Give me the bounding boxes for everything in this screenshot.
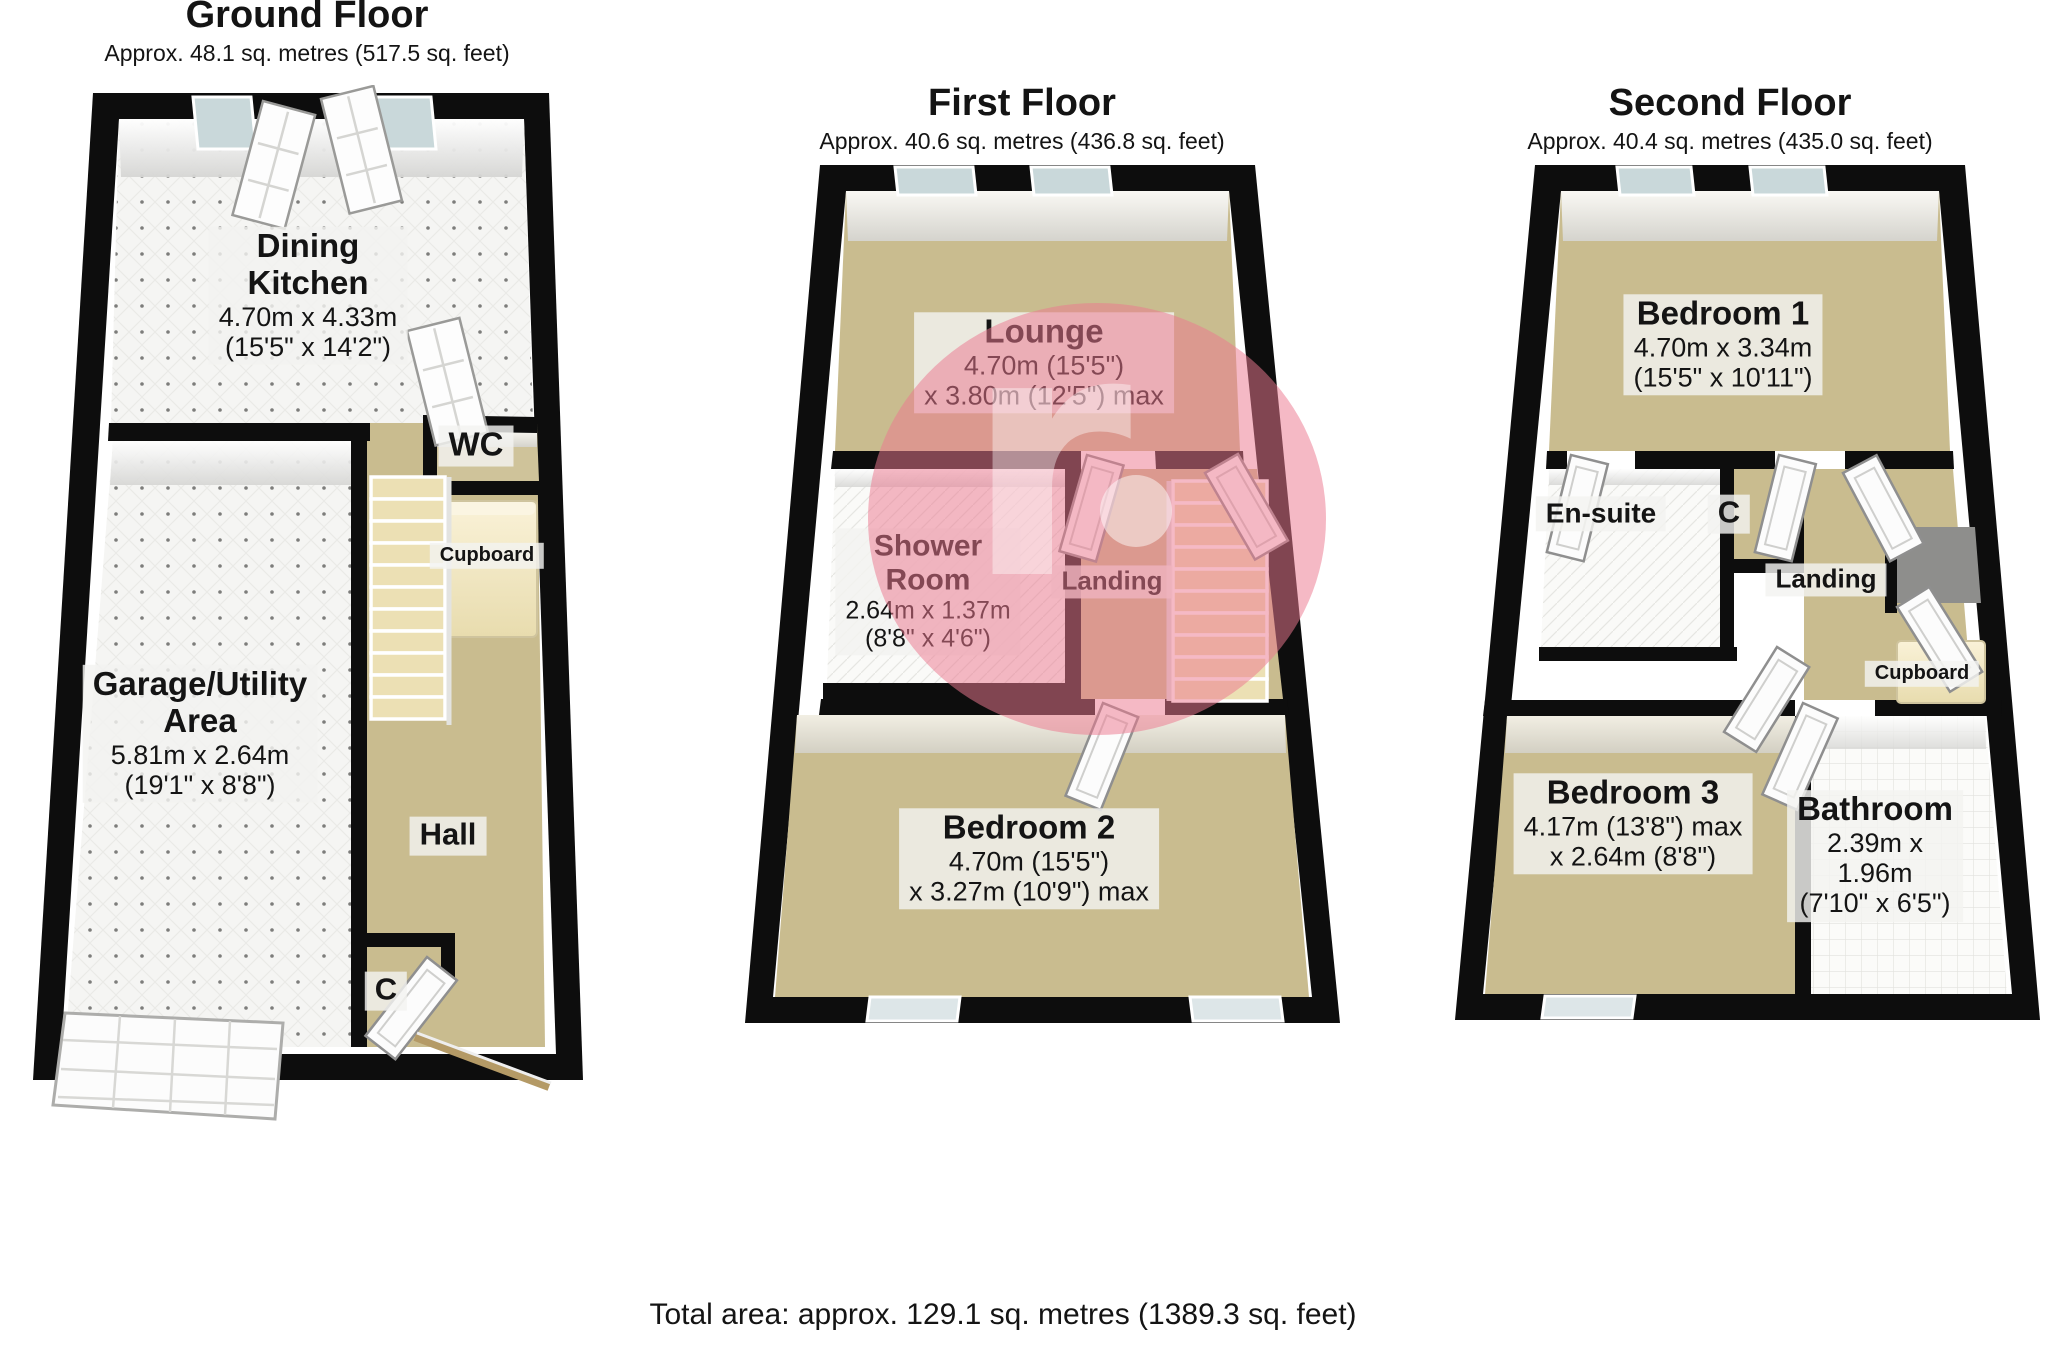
room-label-wc: WC [438, 425, 514, 467]
room-name: Cupboard [1874, 661, 1970, 684]
floor-subtitle: Approx. 48.1 sq. metres (517.5 sq. feet) [104, 39, 510, 66]
floor-title: First Floor [928, 82, 1116, 124]
room-label-landing-first: Landing [1051, 565, 1173, 599]
room-dims: 4.70m (15'5") x 3.27m (10'9") max [909, 846, 1149, 907]
room-dims: 2.64m x 1.37m (8'8" x 4'6") [845, 596, 1011, 653]
room-dims: 4.17m (13'8") max x 2.64m (8'8") [1523, 811, 1743, 872]
room-label-lounge: Lounge 4.70m (15'5") x 3.80m (12'5") max [914, 312, 1174, 414]
room-name: WC [448, 425, 504, 463]
room-label-bedroom1: Bedroom 1 4.70m x 3.34m (15'5" x 10'11") [1623, 294, 1823, 396]
room-dims: 4.70m x 3.34m (15'5" x 10'11") [1633, 332, 1813, 393]
floor-subtitle: Approx. 40.6 sq. metres (436.8 sq. feet) [819, 127, 1225, 154]
window [191, 95, 258, 151]
room-name: Bathroom [1797, 790, 1953, 828]
room-name: C [1717, 494, 1741, 530]
room-name: Hall [419, 816, 477, 852]
room-dims: 5.81m x 2.64m (19'1" x 8'8") [110, 739, 290, 800]
floor-header-ground: Ground Floor Approx. 48.1 sq. metres (51… [82, 0, 532, 67]
floor-title: Second Floor [1608, 82, 1852, 124]
room-name: Bedroom 1 [1636, 294, 1810, 332]
window [893, 165, 978, 197]
window [1615, 165, 1696, 197]
room-label-closet-ground: C [364, 971, 408, 1011]
room-label-hall: Hall [409, 816, 487, 856]
room-name: Landing [1775, 563, 1877, 594]
room-name: Dining Kitchen [247, 226, 369, 301]
room-name: Landing [1061, 565, 1163, 596]
room-label-ensuite: En-suite [1535, 496, 1667, 532]
room-label-bedroom3: Bedroom 3 4.17m (13'8") max x 2.64m (8'8… [1513, 773, 1753, 875]
room-label-shower-room: Shower Room 2.64m x 1.37m (8'8" x 4'6") [835, 528, 1021, 656]
window [1188, 995, 1285, 1023]
window [1029, 165, 1114, 197]
room-label-bathroom: Bathroom 2.39m x 1.96m (7'10" x 6'5") [1787, 790, 1963, 922]
total-area-text: Total area: approx. 129.1 sq. metres (13… [649, 1298, 1357, 1331]
front-door-leaf [413, 1033, 551, 1091]
floor-title: Ground Floor [185, 0, 429, 36]
ground-stairs [369, 475, 447, 721]
room-label-landing-second: Landing [1765, 563, 1887, 597]
room-name: Garage/Utility Area [92, 664, 308, 739]
room-name: Cupboard [439, 543, 535, 566]
room-dims: 4.70m (15'5") x 3.80m (12'5") max [924, 350, 1164, 411]
room-name: Bedroom 2 [942, 808, 1116, 846]
room-name: En-suite [1545, 497, 1657, 529]
floor-header-first: First Floor Approx. 40.6 sq. metres (436… [797, 82, 1247, 155]
room-label-garage: Garage/Utility Area 5.81m x 2.64m (19'1"… [82, 664, 318, 804]
floor-subtitle: Approx. 40.4 sq. metres (435.0 sq. feet) [1527, 127, 1933, 154]
window [865, 995, 962, 1023]
floor-header-second: Second Floor Approx. 40.4 sq. metres (43… [1505, 82, 1955, 155]
room-name: C [374, 971, 398, 1007]
window [1748, 165, 1829, 197]
room-label-closet-second: C [1707, 494, 1751, 534]
room-label-dining-kitchen: Dining Kitchen 4.70m x 4.33m (15'5" x 14… [208, 226, 408, 366]
window [1540, 994, 1637, 1020]
room-name: Bedroom 3 [1546, 773, 1720, 811]
room-label-bedroom2: Bedroom 2 4.70m (15'5") x 3.27m (10'9") … [899, 808, 1159, 910]
garage-door [51, 1011, 285, 1121]
room-dims: 4.70m x 4.33m (15'5" x 14'2") [218, 301, 398, 362]
room-label-cupboard-ground: Cupboard [429, 542, 545, 570]
room-name: Lounge [984, 312, 1104, 350]
room-dims: 2.39m x 1.96m (7'10" x 6'5") [1799, 828, 1951, 919]
room-label-cupboard-second: Cupboard [1864, 660, 1980, 688]
room-name: Shower Room [873, 529, 983, 596]
